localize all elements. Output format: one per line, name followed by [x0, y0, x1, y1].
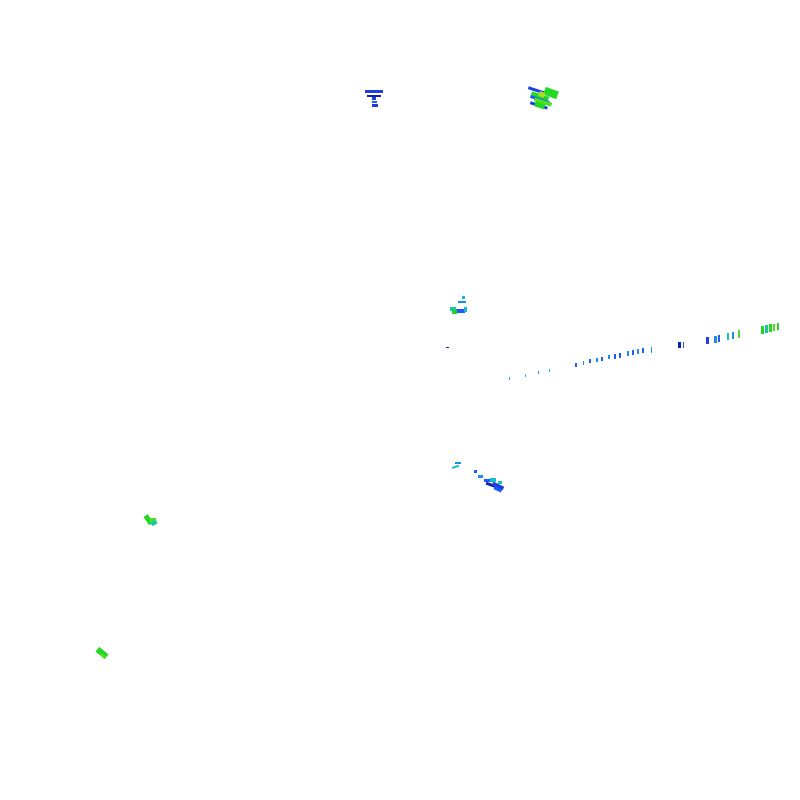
fragment-mark	[365, 90, 383, 93]
tick-mark	[549, 369, 550, 372]
tick-mark	[583, 361, 584, 365]
bottom-left-green-fragment	[95, 646, 109, 660]
tick-mark	[627, 351, 629, 356]
tick-mark	[765, 325, 768, 333]
tick-mark	[706, 337, 709, 344]
small-cyan-green-fragment	[450, 296, 467, 314]
tick-mark	[718, 335, 720, 342]
tick-mark	[525, 374, 526, 377]
fragment-mark	[458, 301, 466, 303]
top-green-blue-cluster	[527, 86, 559, 110]
fragment-mark	[464, 307, 467, 312]
tick-mark	[773, 324, 775, 331]
tick-mark	[727, 333, 729, 340]
tick-mark	[575, 363, 577, 367]
fragment-mark	[455, 462, 461, 464]
tick-mark	[761, 326, 764, 334]
lower-middle-blue-cluster	[451, 462, 505, 493]
diagonal-tick-streak	[509, 323, 779, 380]
fragment-mark	[451, 464, 460, 469]
fragment-mark	[534, 101, 546, 110]
fragment-mark	[533, 97, 553, 107]
fragment-mark	[462, 296, 465, 299]
tick-mark	[732, 332, 734, 339]
tick-mark	[769, 324, 772, 332]
fragment-mark	[100, 652, 106, 659]
fragment-mark	[372, 101, 377, 103]
tick-mark	[589, 359, 591, 363]
fragment-mark	[490, 478, 496, 482]
tick-mark	[608, 355, 610, 359]
fragment-mark	[456, 309, 465, 313]
tick-mark	[619, 353, 621, 358]
fragment-mark	[478, 475, 483, 478]
tiny-dark-dot	[446, 347, 449, 348]
fragment-mark	[372, 97, 376, 100]
fragment-mark	[538, 91, 546, 98]
tick-mark	[651, 347, 652, 353]
fragment-mark	[150, 518, 156, 523]
tick-mark	[683, 342, 684, 348]
fragment-mark	[450, 307, 456, 311]
fragment-mark	[493, 486, 503, 493]
tick-mark	[714, 336, 717, 343]
fragment-mark	[372, 104, 378, 107]
tick-mark	[596, 358, 598, 362]
tick-mark	[632, 350, 634, 355]
tick-mark	[538, 371, 539, 374]
fragment-mark	[491, 481, 505, 491]
fragment-mark	[150, 519, 158, 527]
fragment-mark	[367, 95, 381, 97]
fragment-mark	[543, 86, 559, 100]
tick-mark	[509, 377, 510, 380]
tick-mark	[777, 323, 779, 330]
tick-mark	[637, 349, 639, 354]
tick-mark	[738, 330, 740, 338]
t-shaped-blue-fragment	[365, 90, 383, 107]
fragment-mark	[452, 310, 457, 314]
left-middle-green-fragment	[143, 514, 158, 527]
tick-mark	[601, 357, 603, 361]
fragment-mark	[474, 470, 477, 473]
tick-mark	[678, 342, 681, 348]
tick-mark	[642, 348, 644, 353]
fragment-mark	[485, 481, 496, 488]
fragment-mark	[498, 481, 502, 484]
tick-mark	[614, 354, 616, 359]
fragment-mark	[484, 479, 490, 482]
